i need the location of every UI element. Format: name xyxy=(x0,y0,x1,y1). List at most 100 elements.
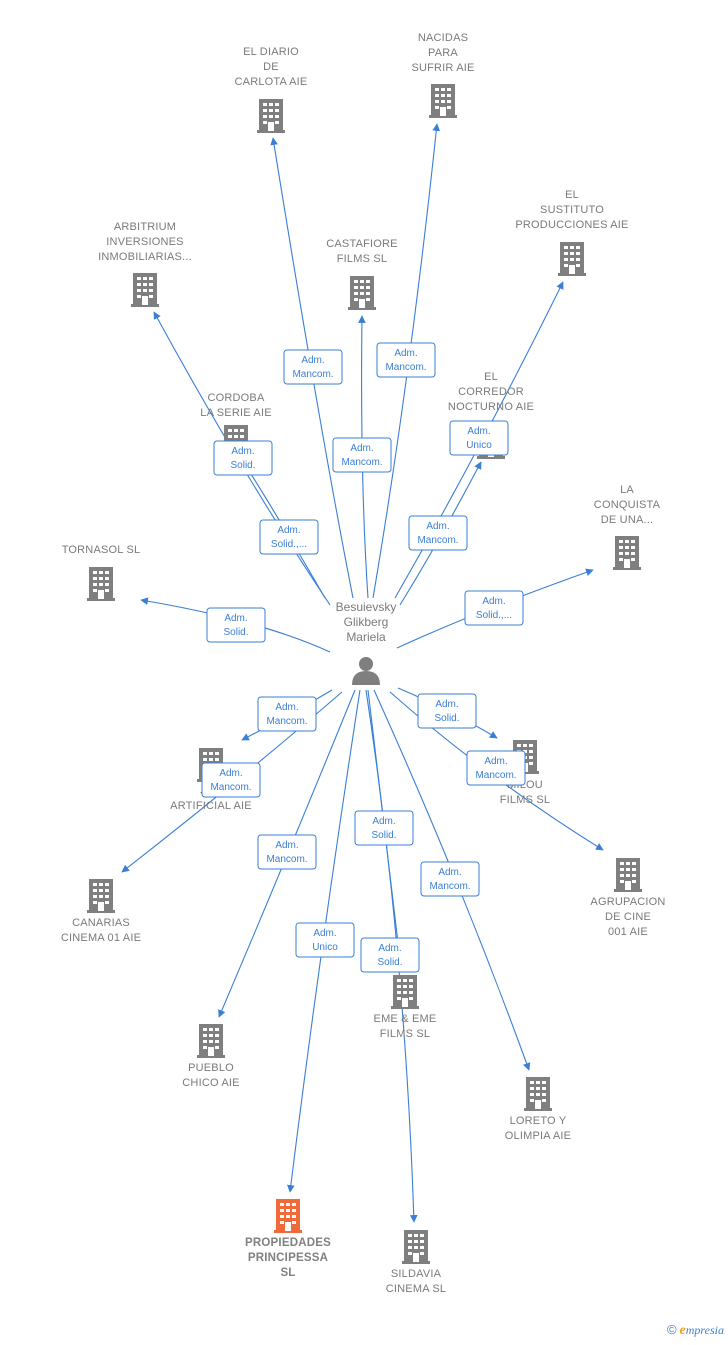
edge-label-propiedades[interactable]: Adm.Unico xyxy=(295,922,355,958)
edge-label-text: Adm. xyxy=(219,768,242,779)
node-label: LORETO Y xyxy=(510,1115,567,1127)
edge-label-box xyxy=(449,420,509,456)
node-label: TORNASOL SL xyxy=(62,544,141,556)
edge-label-eme[interactable]: Adm.Solid. xyxy=(354,810,414,846)
edge-label-text: Solid. xyxy=(230,460,255,471)
edge-label-text: Unico xyxy=(466,440,492,451)
edge-label-box xyxy=(213,440,273,476)
node-label: LA xyxy=(620,484,634,496)
edge-label-el-corredor[interactable]: Adm.Mancom. xyxy=(408,515,468,551)
person-icon xyxy=(352,657,380,685)
node-eme[interactable]: EME & EME FILMS SL xyxy=(374,975,437,1040)
edge-label-text: Mancom. xyxy=(292,369,333,380)
edge-label-text: Adm. xyxy=(394,348,417,359)
edge-label-text: Adm. xyxy=(275,840,298,851)
node-label: CARLOTA AIE xyxy=(235,76,308,88)
edge-label-jus[interactable]: Adm.Mancom. xyxy=(257,696,317,732)
edge-label-text: Adm. xyxy=(378,943,401,954)
edge-label-text: Solid. xyxy=(434,713,459,724)
building-icon xyxy=(87,879,115,913)
edge-label-cordoba[interactable]: Adm.Solid.,... xyxy=(259,519,319,555)
edge-label-agrupacion[interactable]: Adm.Mancom. xyxy=(466,750,526,786)
edge-label-nacidas[interactable]: Adm. Mancom. xyxy=(376,342,436,378)
node-canarias[interactable]: CANARIAS CINEMA 01 AIE xyxy=(61,879,141,944)
building-icon xyxy=(391,975,419,1009)
edge-label-el-diario[interactable]: Adm.Mancom. xyxy=(283,349,343,385)
brand-name: mpresia xyxy=(685,1323,724,1337)
footer-brand[interactable]: ©empresia xyxy=(667,1322,724,1339)
building-icon xyxy=(197,1024,225,1058)
node-label: CASTAFIORE xyxy=(326,238,397,250)
center-label: Glikberg xyxy=(344,615,389,629)
node-label: ARTIFICIAL AIE xyxy=(170,800,252,812)
edge-label-text: Adm. xyxy=(224,613,247,624)
edge-label-arbitrium[interactable]: Adm. Solid. xyxy=(213,440,273,476)
edge-label-el-sustituto[interactable]: Adm.Unico xyxy=(449,420,509,456)
node-label: PARA xyxy=(428,47,458,59)
edge-label-box xyxy=(201,762,261,798)
edge-label-text: Adm. xyxy=(350,443,373,454)
node-label: EME & EME xyxy=(374,1013,437,1025)
edge-label-text: Mancom. xyxy=(266,716,307,727)
edge-label-box xyxy=(354,810,414,846)
edge-label-text: Solid. xyxy=(377,957,402,968)
edge-label-box xyxy=(417,693,477,729)
edge-label-la-conquista[interactable]: Adm. Solid.,... xyxy=(464,590,524,626)
node-loreto[interactable]: LORETO Y OLIMPIA AIE xyxy=(505,1077,571,1142)
edge-label-text: Mancom. xyxy=(385,362,426,373)
edge-label-text: Mancom. xyxy=(429,881,470,892)
node-label: PRINCIPESSA xyxy=(248,1252,328,1264)
building-icon xyxy=(558,242,586,276)
edge-label-text: Adm. xyxy=(231,446,254,457)
node-label: SL xyxy=(280,1267,295,1279)
edge-label-text: Mancom. xyxy=(475,770,516,781)
edge-el-diario xyxy=(270,137,354,599)
edge-label-tornasol[interactable]: Adm.Solid. xyxy=(206,607,266,643)
building-icon xyxy=(429,84,457,118)
brand-initial: e xyxy=(679,1323,686,1338)
node-label: CANARIAS xyxy=(72,917,130,929)
edge-label-canarias[interactable]: Adm. Mancom. xyxy=(201,762,261,798)
edge-label-sildavia[interactable]: Adm. Solid. xyxy=(360,937,420,973)
node-label: OLIMPIA AIE xyxy=(505,1130,571,1142)
edge-label-milou[interactable]: Adm.Solid. xyxy=(417,693,477,729)
edge-label-text: Mancom. xyxy=(266,854,307,865)
center-label: Besuievsky xyxy=(336,600,397,614)
edge-label-pueblo[interactable]: Adm. Mancom. xyxy=(257,834,317,870)
node-label: NOCTURNO AIE xyxy=(448,401,534,413)
node-arbitrium[interactable]: ARBITRIUMINVERSIONESINMOBILIARIAS... xyxy=(98,221,192,307)
node-label: DE UNA... xyxy=(601,514,654,526)
edge-label-loreto[interactable]: Adm. Mancom. xyxy=(420,861,480,897)
edge-label-text: Adm. xyxy=(438,867,461,878)
node-label: CINEMA 01 AIE xyxy=(61,932,141,944)
node-label: CINEMA SL xyxy=(386,1283,447,1295)
node-label: AGRUPACION xyxy=(590,896,665,908)
edge-label-box xyxy=(257,696,317,732)
node-label: EL DIARIO xyxy=(243,46,299,58)
edge-label-text: Mancom. xyxy=(210,782,251,793)
node-label: FILMS SL xyxy=(380,1028,431,1040)
node-label: SUSTITUTO xyxy=(540,204,604,216)
building-icon xyxy=(257,99,285,133)
edge-label-text: Solid. xyxy=(371,830,396,841)
node-label: PRODUCCIONES AIE xyxy=(515,219,628,231)
node-tornasol[interactable]: TORNASOL SL xyxy=(62,544,141,601)
node-label: ARBITRIUM xyxy=(114,221,176,233)
edge-label-box xyxy=(466,750,526,786)
edge-label-text: Solid.,... xyxy=(476,610,512,621)
edge-label-text: Adm. xyxy=(482,596,505,607)
edge-label-castafiore[interactable]: Adm.Mancom. xyxy=(332,437,392,473)
